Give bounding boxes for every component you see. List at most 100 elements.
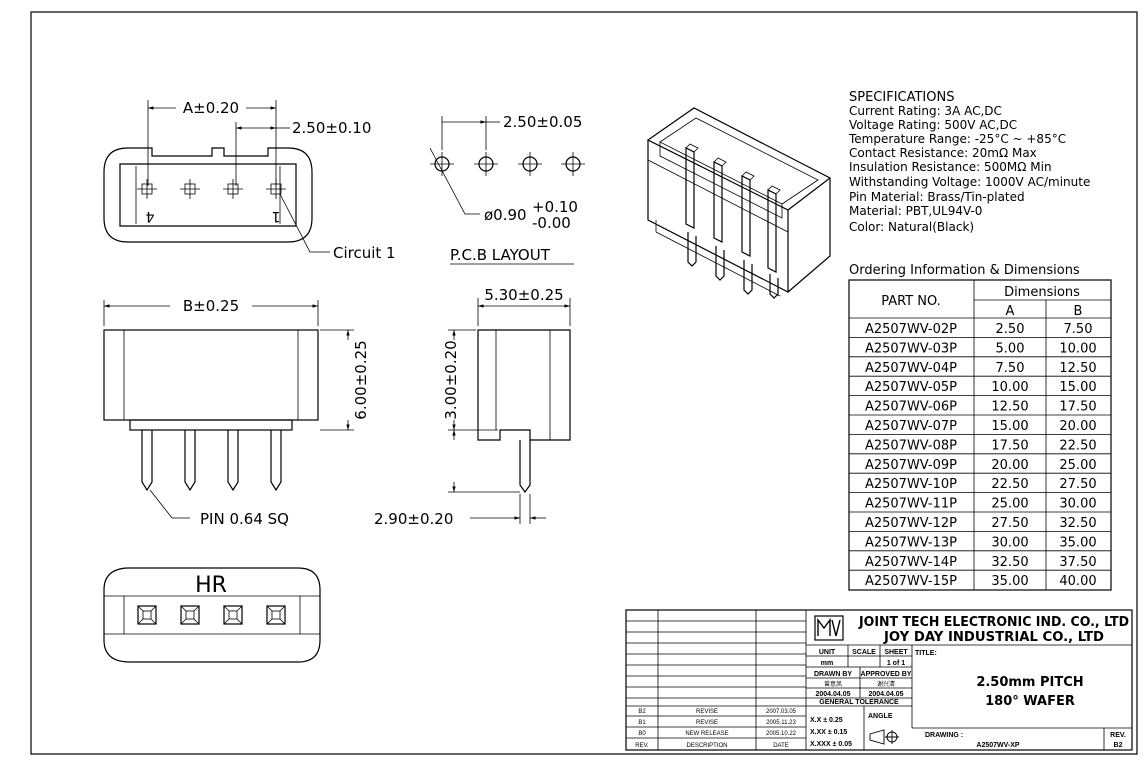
company-logo-icon [817, 617, 841, 637]
title-label: TITLE: [915, 650, 937, 657]
circuit-1-label: Circuit 1 [333, 244, 396, 262]
dim-b-value: 10.00 [1059, 341, 1096, 356]
dimensions-header: Dimensions [1004, 285, 1080, 300]
front-pins [141, 430, 282, 492]
dim-a-value: 20.00 [991, 458, 1028, 473]
specifications: SPECIFICATIONS Current Rating: 3A AC,DC … [848, 90, 1090, 234]
dim-pin-length-label: 2.90±0.20 [374, 510, 453, 528]
angle-label: ANGLE [868, 713, 893, 720]
company-name-1: JOINT TECH ELECTRONIC IND. CO., LTD [858, 615, 1129, 630]
rev-row-rev: B2 [638, 709, 646, 715]
dim-b-value: 15.00 [1059, 380, 1096, 395]
dim-a-value: 5.00 [996, 341, 1025, 356]
dim-b-value: 27.50 [1059, 477, 1096, 492]
title-block: B2 REVISE 2007.03.05 B1 REVISE 2005.11.2… [625, 609, 1133, 751]
dim-b-value: 30.00 [1059, 497, 1096, 512]
rev-value: B2 [1114, 742, 1123, 749]
spec-line: Voltage Rating: 500V AC,DC [849, 118, 1017, 132]
dim-b-value: 17.50 [1059, 400, 1096, 415]
isometric-view [646, 107, 832, 299]
spec-title: SPECIFICATIONS [849, 90, 954, 105]
hole-tol-plus: +0.10 [532, 198, 578, 216]
hole-tol-minus: -0.00 [532, 214, 571, 232]
dim-a-value: 32.50 [991, 555, 1028, 570]
dim-body-height-label: 3.00±0.20 [442, 340, 460, 419]
date-col-header: DATE [773, 743, 789, 749]
part-number: A2507WV-02P [865, 322, 957, 337]
spec-line: Pin Material: Brass/Tin-plated [849, 190, 1025, 204]
dim-a-value: 10.00 [991, 380, 1028, 395]
pin-size-label: PIN 0.64 SQ [200, 510, 289, 528]
dim-b-value: 22.50 [1059, 438, 1096, 453]
part-number: A2507WV-07P [865, 419, 957, 434]
drawing-number: A2507WV-XP [976, 742, 1020, 749]
approved-by-label: APPROVED BY [861, 671, 912, 678]
dim-b-value: 25.00 [1059, 458, 1096, 473]
pin-number-1: 1 [272, 208, 281, 224]
dim-a-value: 35.00 [991, 574, 1028, 589]
spec-line: Material: PBT,UL94V-0 [849, 204, 982, 218]
rev-label: REV. [1110, 732, 1126, 739]
dim-a-value: 15.00 [991, 419, 1028, 434]
ordering-title: Ordering Information & Dimensions [849, 263, 1080, 278]
dim-b-label: B±0.25 [183, 297, 239, 315]
rev-row-desc: REVISE [696, 709, 718, 715]
iso-pins [685, 143, 781, 299]
dim-a-value: 30.00 [991, 535, 1028, 550]
tolerance-label: GENERAL TOLERANCE [819, 699, 899, 706]
drawing-number-label: DRAWING : [925, 732, 963, 739]
rev-row-date: 2005.10.22 [766, 731, 797, 737]
sheet-label: SHEET [884, 649, 908, 656]
approved-date: 2004.04.05 [868, 691, 903, 698]
sheet-value: 1 of 1 [887, 660, 905, 667]
tolerance-2: X.XX ± 0.15 [810, 729, 847, 736]
drawn-by-label: DRAWN BY [814, 671, 852, 678]
rev-row-date: 2007.03.05 [766, 709, 797, 715]
rev-row-desc: NEW RELEASE [685, 731, 728, 737]
dim-b-value: 12.50 [1059, 361, 1096, 376]
desc-col-header: DESCRIPTION [686, 743, 727, 749]
pcb-layout: 2.50±0.05 ø0.90 +0.10 -0.00 P.C.B LAYOUT [429, 113, 585, 265]
dim-b-value: 20.00 [1059, 419, 1096, 434]
part-number: A2507WV-15P [865, 574, 957, 589]
dim-a-value: 17.50 [991, 438, 1028, 453]
dim-b-value: 7.50 [1064, 322, 1093, 337]
bottom-view: HR [103, 567, 321, 663]
side-view: 5.30±0.25 3.00±0.20 2.90±0.20 [374, 286, 571, 528]
front-view: B±0.25 6.00±0.25 PIN 0.64 SQ [103, 297, 370, 528]
dim-a-value: 7.50 [996, 361, 1025, 376]
pcb-holes [430, 152, 585, 176]
spec-line: Temperature Range: -25°C ~ +85°C [848, 132, 1066, 146]
pin-number-4: 4 [145, 208, 154, 224]
pcb-layout-title: P.C.B LAYOUT [450, 246, 551, 264]
col-a-header: A [1006, 304, 1015, 319]
dim-a-value: 2.50 [996, 322, 1025, 337]
rev-row-rev: B1 [638, 720, 646, 726]
spec-line: Current Rating: 3A AC,DC [849, 104, 1002, 118]
hr-logo: HR [195, 573, 227, 598]
part-number: A2507WV-06P [865, 400, 957, 415]
part-number: A2507WV-04P [865, 361, 957, 376]
part-number: A2507WV-13P [865, 535, 957, 550]
dim-height-label: 6.00±0.25 [352, 340, 370, 419]
part-number: A2507WV-03P [865, 341, 957, 356]
dim-a-value: 12.50 [991, 400, 1028, 415]
projection-symbol-icon [869, 729, 899, 745]
ordering-table: Ordering Information & Dimensions PART N… [848, 263, 1112, 591]
spec-line: Withstanding Voltage: 1000V AC/minute [849, 175, 1090, 189]
rev-col-header: REV. [635, 743, 649, 749]
part-number: A2507WV-11P [865, 497, 957, 512]
scale-label: SCALE [852, 649, 876, 656]
dim-b-value: 32.50 [1059, 516, 1096, 531]
col-b-header: B [1074, 304, 1083, 319]
top-view: 4 1 A±0.20 2.50±0.10 Circuit 1 [103, 99, 396, 262]
title-line-2: 180° WAFER [985, 694, 1075, 709]
sheet-border [30, 11, 1138, 755]
spec-line: Color: Natural(Black) [849, 220, 974, 234]
tolerance-1: X.X ± 0.25 [810, 717, 843, 724]
dim-b-value: 35.00 [1059, 535, 1096, 550]
spec-line: Contact Resistance: 20mΩ Max [849, 146, 1037, 160]
dim-b-value: 40.00 [1059, 574, 1096, 589]
